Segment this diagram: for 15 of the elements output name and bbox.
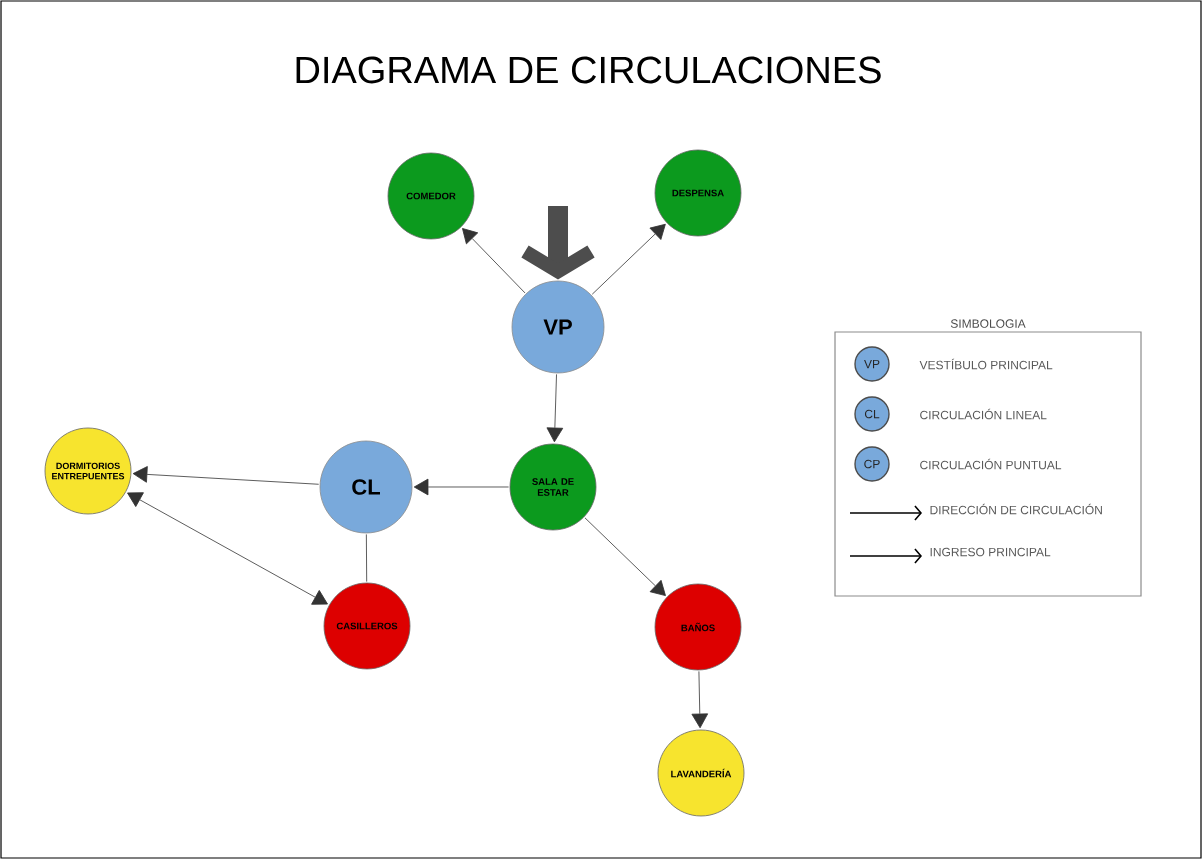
arrow: [591, 223, 666, 295]
title: DIAGRAMA DE CIRCULACIONES: [296, 56, 881, 84]
arrow: [584, 517, 666, 596]
legend-text: DIRECCIÓN DE CIRCULACIÓN: [930, 503, 1102, 515]
arrow: [127, 492, 328, 605]
arrow: [413, 478, 509, 496]
node-label: SIMBOLOGIA: [950, 319, 1026, 328]
legend-text: INGRESO PRINCIPAL: [930, 547, 1051, 557]
arrow: [132, 466, 320, 485]
legend-text: CIRCULACIÓN PUNTUAL: [920, 458, 1062, 470]
legend-text: VESTÍBULO PRINCIPAL: [919, 358, 1053, 370]
arrow: [546, 373, 564, 443]
legend-text: CIRCULACIÓN LINEAL: [920, 408, 1047, 420]
arrow: [691, 671, 709, 729]
arrow: [462, 228, 526, 294]
